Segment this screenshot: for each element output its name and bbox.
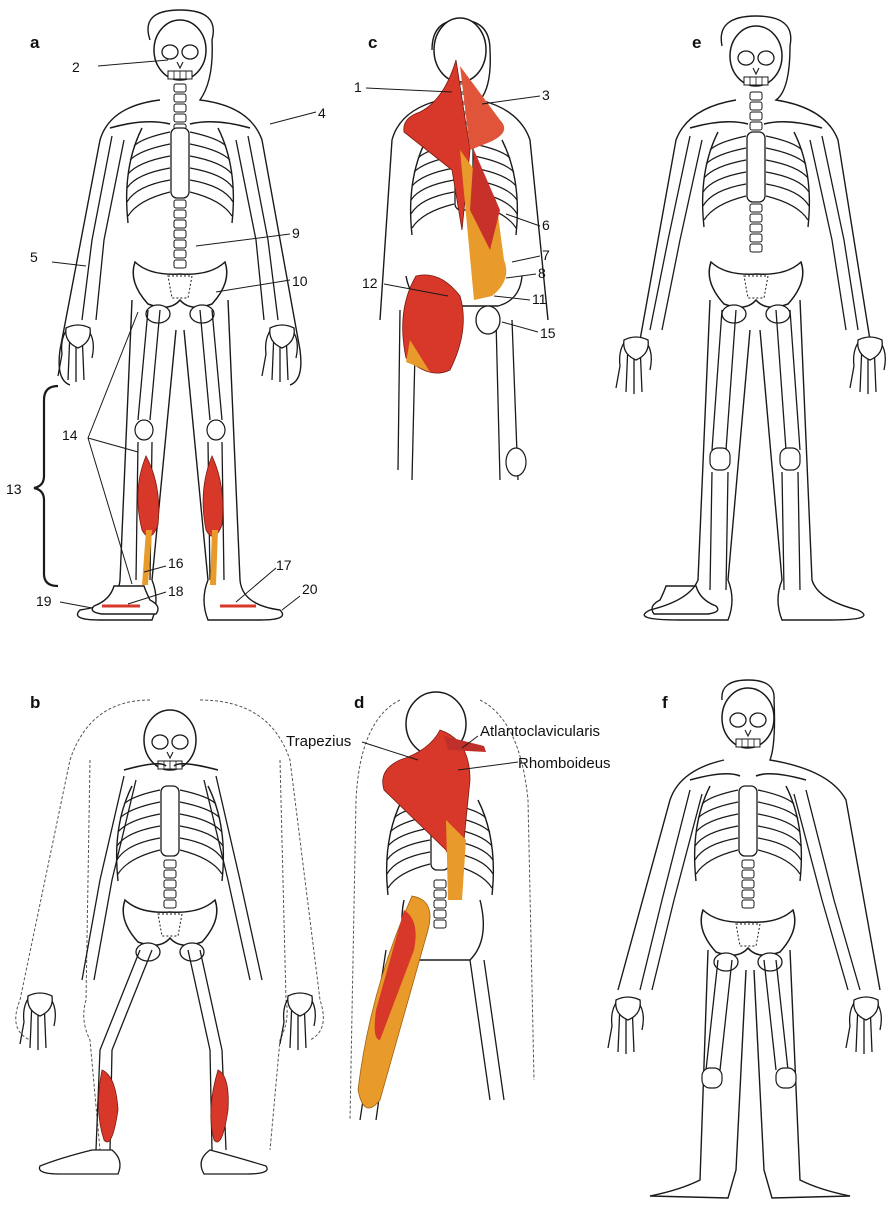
skeleton-f (608, 680, 881, 1198)
panel-label-d: d (354, 693, 364, 712)
label-13: 13 (6, 481, 22, 497)
label-15: 15 (540, 325, 556, 341)
panel-label-b: b (30, 693, 40, 712)
panel-label-f: f (662, 693, 668, 712)
back-muscles-d (350, 692, 534, 1120)
label-10: 10 (292, 273, 308, 289)
label-6: 6 (542, 217, 550, 233)
label-4: 4 (318, 105, 326, 121)
label-5: 5 (30, 249, 38, 265)
label-11: 11 (532, 291, 547, 307)
panel-label-a: a (30, 33, 40, 52)
label-20: 20 (302, 581, 318, 597)
label-2: 2 (72, 59, 80, 75)
label-16: 16 (168, 555, 184, 571)
label-atlantoclavicularis: Atlantoclavicularis (480, 723, 600, 740)
label-17: 17 (276, 557, 292, 573)
panel-label-c: c (368, 33, 377, 52)
label-trapezius: Trapezius (286, 733, 351, 750)
label-19: 19 (36, 593, 52, 609)
label-9: 9 (292, 225, 300, 241)
label-8: 8 (538, 265, 546, 281)
label-14: 14 (62, 427, 78, 443)
skeleton-b (16, 700, 324, 1174)
skeleton-e (616, 16, 885, 620)
label-1: 1 (354, 79, 362, 95)
back-muscles-c (366, 18, 548, 480)
panel-label-e: e (692, 33, 701, 52)
label-18: 18 (168, 583, 184, 599)
skeleton-a (34, 10, 718, 620)
label-12: 12 (362, 275, 378, 291)
label-7: 7 (542, 247, 550, 263)
label-3: 3 (542, 87, 550, 103)
label-rhomboideus: Rhomboideus (518, 755, 611, 772)
